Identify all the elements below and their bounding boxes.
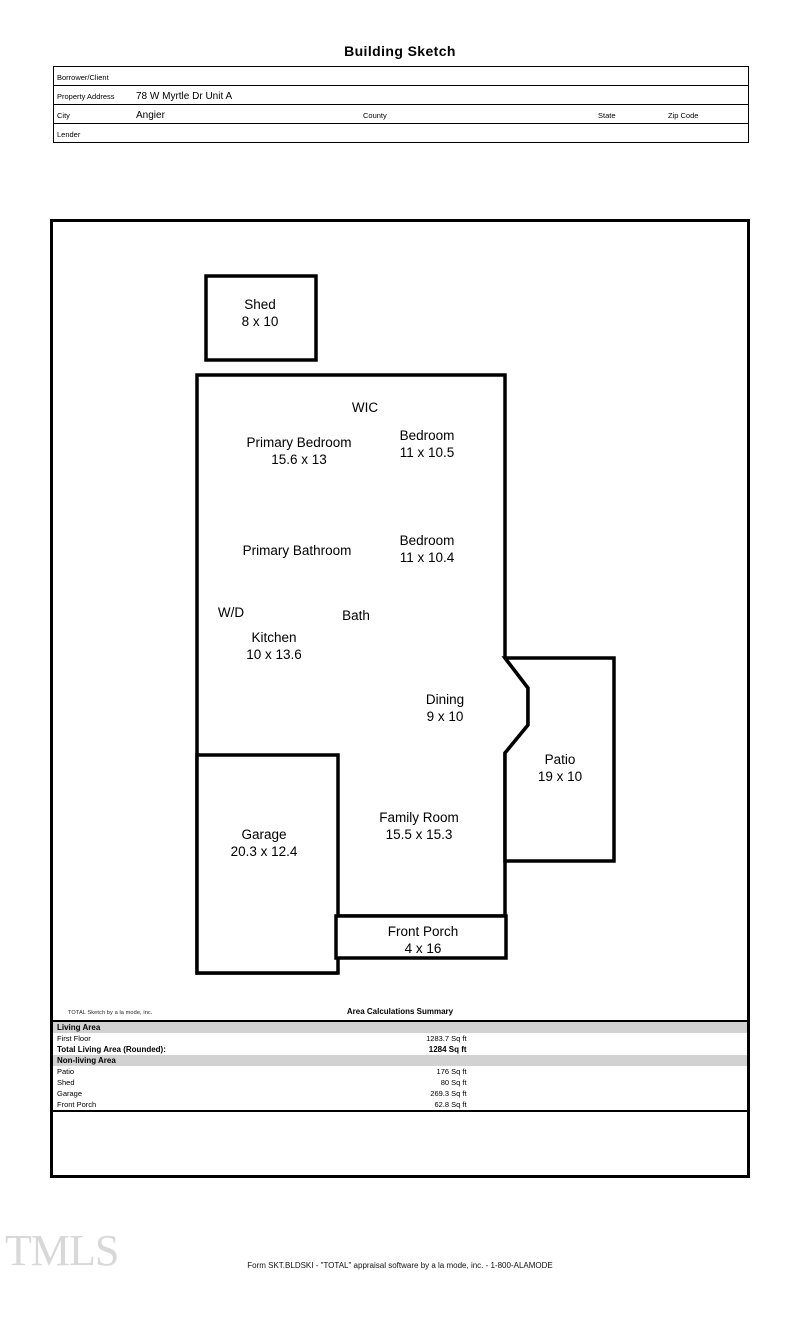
summary-section-living-area: Living Area	[53, 1021, 747, 1033]
lender-label: Lender	[57, 130, 81, 139]
summary-row-first-floor: First Floor 1283.7 Sq ft	[53, 1033, 747, 1044]
patio-dimension: 19 x 10	[538, 769, 582, 784]
page-title: Building Sketch	[344, 43, 456, 59]
dining-dimension: 9 x 10	[427, 709, 464, 724]
summary-section-non-living-area: Non-living Area	[53, 1055, 747, 1066]
kitchen-dimension: 10 x 13.6	[246, 647, 302, 662]
county-label: County	[363, 111, 387, 120]
info-row-property-address: Property Address 78 W Myrtle Dr Unit A	[53, 85, 749, 105]
total-living-area-value: 1284 Sq ft	[428, 1045, 467, 1054]
city-value: Angier	[136, 110, 165, 121]
city-label: City	[57, 111, 70, 120]
garage-label: Garage	[241, 827, 286, 842]
shed-outline	[204, 274, 318, 362]
sketch-frame: Shed 8 x 10 WIC Primary Bedroom 15.6 x 1…	[50, 219, 750, 1178]
bedroom-1-dimension: 11 x 10.5	[400, 445, 455, 460]
family-room-label: Family Room	[379, 810, 459, 825]
total-living-area-label: Total Living Area (Rounded):	[57, 1045, 166, 1054]
bedroom-1-label: Bedroom	[400, 428, 455, 443]
area-summary-title: Area Calculations Summary	[346, 1007, 454, 1016]
county-value	[535, 110, 541, 121]
wic-label: WIC	[352, 400, 378, 415]
non-living-area-section-label: Non-living Area	[53, 1055, 344, 1066]
primary-bedroom-label: Primary Bedroom	[246, 435, 351, 450]
garage-outline	[195, 753, 340, 975]
primary-bedroom-dimension: 15.6 x 13	[271, 452, 327, 467]
property-address-label: Property Address	[57, 92, 115, 101]
bath-label: Bath	[342, 608, 370, 623]
family-room-dimension: 15.5 x 15.3	[386, 827, 453, 842]
garage-area-label: Garage	[57, 1089, 83, 1098]
floor-plan-drawing: Shed 8 x 10 WIC Primary Bedroom 15.6 x 1…	[195, 274, 616, 975]
front-porch-outline	[334, 914, 508, 960]
front-porch-area-value: 62.8 Sq ft	[434, 1100, 467, 1109]
front-porch-label: Front Porch	[388, 924, 459, 939]
kitchen-label: Kitchen	[251, 630, 296, 645]
bedroom-2-label: Bedroom	[400, 533, 455, 548]
sketch-credit-line: TOTAL Sketch by a la mode, inc.	[68, 1010, 153, 1016]
dining-label: Dining	[426, 692, 464, 707]
first-floor-label: First Floor	[57, 1034, 91, 1043]
area-calculations-table: Living Area First Floor 1283.7 Sq ft Tot…	[53, 1020, 747, 1112]
front-porch-area-label: Front Porch	[57, 1100, 97, 1109]
info-row-city-county-state-zip: City Angier County State Zip Code	[53, 104, 749, 124]
patio-label: Patio	[545, 752, 576, 767]
summary-row-total-living-area: Total Living Area (Rounded): 1284 Sq ft	[53, 1044, 747, 1055]
patio-outline	[501, 656, 616, 863]
front-porch-dimension: 4 x 16	[405, 941, 442, 956]
bedroom-2-dimension: 11 x 10.4	[400, 550, 455, 565]
living-area-section-label: Living Area	[53, 1021, 344, 1033]
borrower-label: Borrower/Client	[57, 73, 109, 82]
garage-dimension: 20.3 x 12.4	[231, 844, 298, 859]
shed-label: Shed	[244, 297, 276, 312]
zip-code-label: Zip Code	[668, 111, 699, 120]
lender-value	[130, 129, 136, 140]
summary-row-shed: Shed 80 Sq ft	[53, 1077, 747, 1088]
washer-dryer-label: W/D	[218, 605, 244, 620]
patio-area-label: Patio	[57, 1067, 75, 1076]
patio-area-value: 176 Sq ft	[436, 1067, 467, 1076]
garage-area-value: 269.3 Sq ft	[430, 1089, 467, 1098]
primary-bathroom-label: Primary Bathroom	[243, 543, 352, 558]
first-floor-value: 1283.7 Sq ft	[426, 1034, 467, 1043]
summary-row-front-porch: Front Porch 62.8 Sq ft	[53, 1099, 747, 1111]
tmls-watermark: TMLS	[5, 1226, 119, 1275]
info-row-lender: Lender	[53, 123, 749, 143]
property-info-table: Borrower/Client Property Address 78 W My…	[53, 66, 749, 143]
property-address-value: 78 W Myrtle Dr Unit A	[136, 91, 233, 102]
summary-row-garage: Garage 269.3 Sq ft	[53, 1088, 747, 1099]
borrower-value	[130, 72, 136, 83]
info-row-borrower: Borrower/Client	[53, 66, 749, 86]
state-label: State	[598, 111, 616, 120]
summary-row-patio: Patio 176 Sq ft	[53, 1066, 747, 1077]
shed-area-value: 80 Sq ft	[440, 1078, 467, 1087]
shed-dimension: 8 x 10	[242, 314, 279, 329]
form-footer-line: Form SKT.BLDSKI - "TOTAL" appraisal soft…	[247, 1261, 553, 1270]
shed-area-label: Shed	[57, 1078, 75, 1087]
